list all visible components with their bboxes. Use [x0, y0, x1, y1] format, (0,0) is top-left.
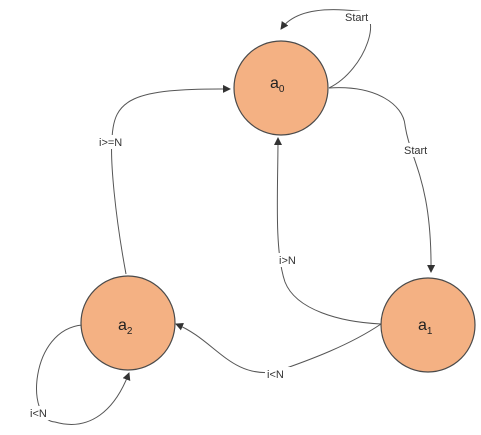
- state-a1: a1: [380, 277, 476, 373]
- svg-text:Start: Start: [345, 12, 368, 24]
- state-a2-label: a2: [118, 317, 133, 337]
- edge-label-a1-a0: i>N: [277, 253, 303, 267]
- transition-a0-self: [280, 9, 372, 89]
- transition-a1-a0: [273, 137, 382, 325]
- svg-text:i<N: i<N: [267, 369, 284, 381]
- state-a0: a0: [233, 40, 329, 136]
- edge-label-a2-self: i<N: [28, 406, 55, 420]
- svg-text:i<N: i<N: [30, 408, 47, 420]
- edge-label-a1-a2: i<N: [265, 367, 292, 381]
- state-a1-label: a1: [418, 317, 433, 337]
- svg-text:Start: Start: [404, 145, 427, 157]
- transition-a2-a0: [111, 84, 231, 275]
- transition-a0-a1: [328, 87, 436, 273]
- edge-label-a0-a1: Start: [402, 143, 439, 157]
- state-a0-label: a0: [270, 75, 285, 95]
- transition-a2-self: [36, 324, 131, 425]
- svg-text:i>N: i>N: [279, 255, 296, 267]
- svg-text:i>=N: i>=N: [99, 137, 122, 149]
- edge-label-a0-self: Start: [343, 11, 378, 24]
- state-a2: a2: [80, 275, 176, 371]
- edge-label-a2-a0: i>=N: [97, 135, 135, 149]
- transition-a1-a2: [175, 322, 382, 374]
